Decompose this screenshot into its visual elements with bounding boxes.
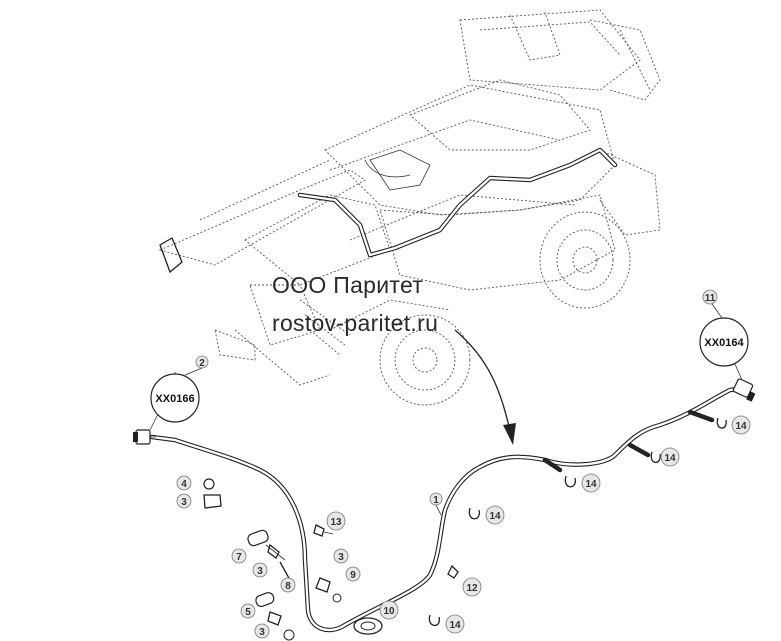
callout-14-a: 14 (735, 421, 747, 432)
callout-13: 13 (330, 517, 342, 528)
callout-9: 9 (350, 570, 356, 581)
connector-xx0166: XX0166 (155, 393, 194, 405)
callout-12: 12 (466, 583, 478, 594)
connector-xx0164: XX0164 (704, 337, 744, 349)
wiring-harness (149, 385, 748, 633)
callout-2: 2 (199, 358, 205, 369)
connector-label-left: 2 XX0166 (149, 355, 209, 431)
callout-8: 8 (285, 581, 291, 592)
callout-5: 5 (245, 607, 251, 618)
part-5-3: 5 3 (240, 592, 295, 641)
watermark-website: rostov-paritet.ru (272, 310, 439, 336)
callout-4: 4 (181, 479, 187, 490)
callout-3-c: 3 (338, 552, 344, 563)
callout-3-d: 3 (259, 627, 265, 638)
part-4-3-left: 4 3 (176, 475, 222, 509)
part-13: 13 (313, 511, 346, 537)
callout-3-b: 3 (257, 566, 263, 577)
connector-plug-right (732, 378, 756, 402)
callout-7: 7 (236, 552, 242, 563)
callout-1-group: 1 (429, 492, 443, 516)
clip-group-14: 14 14 14 14 14 (428, 415, 751, 634)
callout-14-b: 14 (664, 453, 676, 464)
callout-11: 11 (705, 293, 716, 304)
callout-14-c: 14 (585, 479, 597, 490)
callout-1: 1 (433, 495, 439, 506)
part-7-3-8: 7 3 8 (231, 529, 296, 593)
part-12: 12 (447, 564, 482, 597)
combine-harvester-drawing (158, 9, 661, 445)
callout-14-e: 14 (449, 620, 461, 631)
callout-10: 10 (383, 606, 395, 617)
watermark-company: ООО Паритет (272, 272, 424, 298)
part-10: 10 (353, 600, 399, 635)
callout-3-a: 3 (181, 497, 187, 508)
connector-plug-left (133, 429, 156, 445)
connector-label-right: 11 XX0164 (699, 289, 749, 381)
callout-14-d: 14 (489, 511, 501, 522)
part-3-9-center: 3 9 (315, 548, 361, 603)
